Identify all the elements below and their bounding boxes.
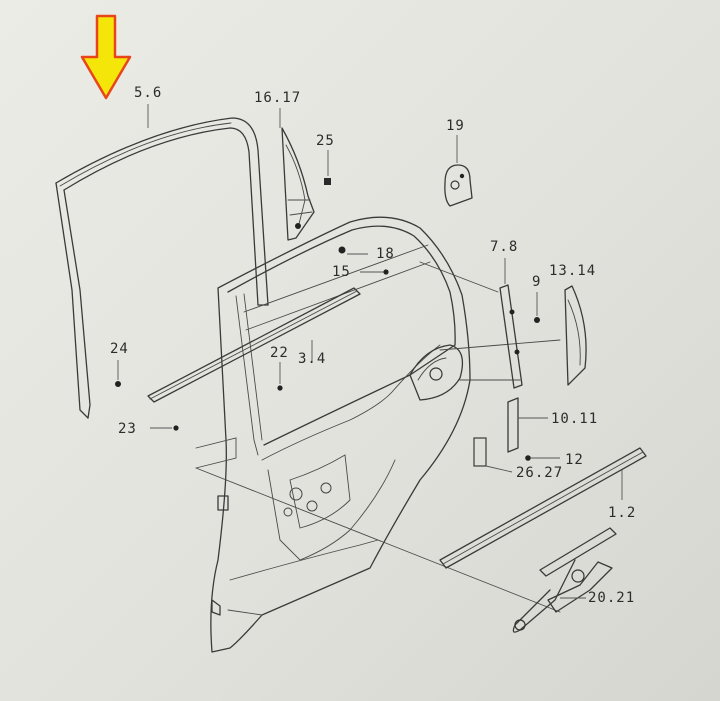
callout-16-17: 16.17 bbox=[254, 90, 302, 106]
callout-9: 9 bbox=[532, 274, 542, 290]
part-12-screw bbox=[525, 455, 560, 461]
part-13-14-trim bbox=[564, 285, 587, 386]
part-10-11-bracket bbox=[507, 397, 548, 453]
callout-26-27: 26.27 bbox=[516, 465, 564, 481]
callout-7-8: 7.8 bbox=[490, 239, 519, 255]
down-arrow-icon bbox=[80, 14, 132, 100]
part-26-27-block bbox=[473, 437, 513, 473]
callout-23: 23 bbox=[118, 421, 137, 437]
window-regulator bbox=[512, 527, 617, 633]
belt-weatherstrip bbox=[147, 287, 361, 403]
callout-1-2: 1.2 bbox=[608, 505, 637, 521]
callout-10-11: 10.11 bbox=[551, 411, 599, 427]
part-7-8-rail bbox=[499, 258, 523, 389]
callout-3-4: 3.4 bbox=[298, 351, 327, 367]
part-19-bracket bbox=[444, 135, 473, 207]
window-channel-strip bbox=[55, 117, 269, 419]
callout-5-6: 5.6 bbox=[134, 85, 163, 101]
callout-12: 12 bbox=[565, 452, 584, 468]
callout-25: 25 bbox=[316, 133, 335, 149]
quarter-glass-part bbox=[281, 127, 315, 241]
rear-door-shell bbox=[210, 216, 471, 653]
callout-15: 15 bbox=[332, 264, 351, 280]
part-25-clip bbox=[324, 150, 331, 185]
assembly-guide-lines bbox=[195, 261, 561, 613]
callout-22: 22 bbox=[270, 345, 289, 361]
callout-13-14: 13.14 bbox=[549, 263, 597, 279]
part-1-2-strip bbox=[439, 447, 647, 569]
fasteners bbox=[115, 246, 389, 431]
part-9-screw bbox=[534, 292, 540, 323]
callout-20-21: 20.21 bbox=[588, 590, 636, 606]
callout-24: 24 bbox=[110, 341, 129, 357]
callout-18: 18 bbox=[376, 246, 395, 262]
leader-lines bbox=[117, 104, 384, 429]
callout-19: 19 bbox=[446, 118, 465, 134]
